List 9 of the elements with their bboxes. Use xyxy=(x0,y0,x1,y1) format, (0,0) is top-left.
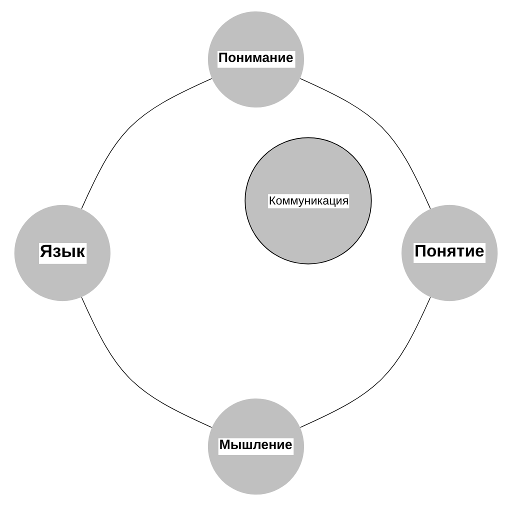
node-circle: Понятие xyxy=(401,204,498,302)
connector xyxy=(80,78,212,210)
connector xyxy=(299,78,430,210)
node-circle: Понимание xyxy=(207,11,304,108)
node-circle: Мышление xyxy=(207,398,304,495)
node-circle: Язык xyxy=(14,204,110,302)
connector xyxy=(299,296,430,428)
node-circle: Коммуникация xyxy=(244,137,372,264)
connector xyxy=(80,296,212,428)
